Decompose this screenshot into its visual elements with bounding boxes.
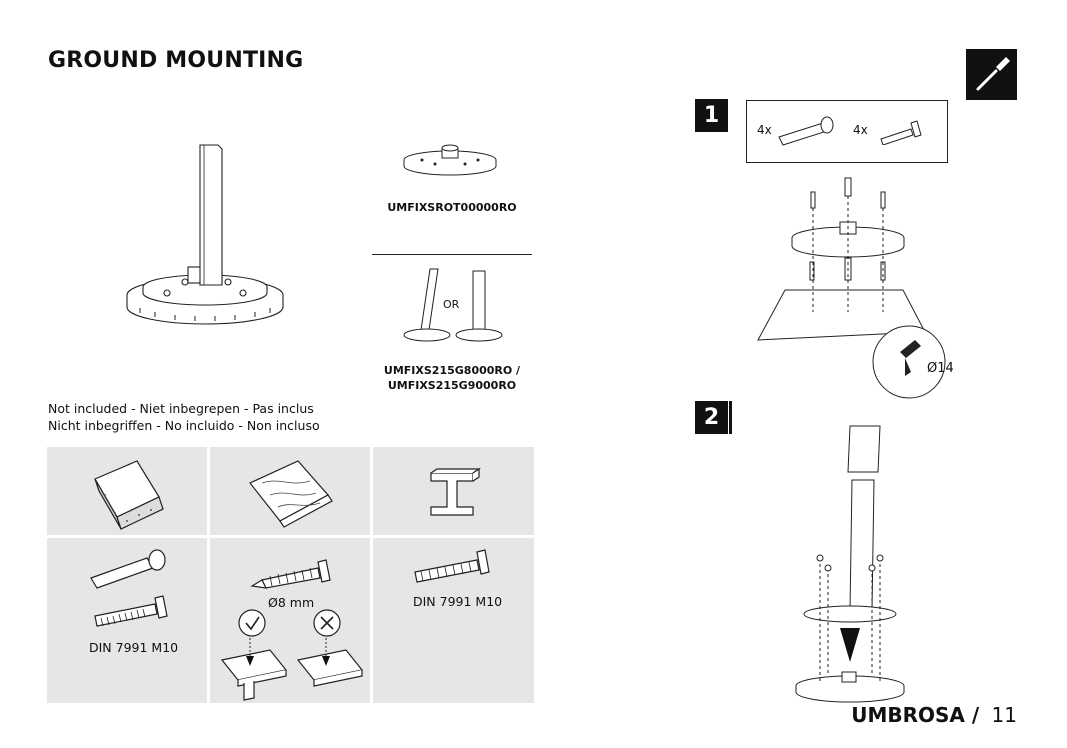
step-2-marker <box>729 401 732 434</box>
material-concrete <box>47 447 207 535</box>
bolt-quantity: 4x <box>853 123 868 137</box>
fixing-steel: DIN 7991 M10 <box>373 538 534 703</box>
divider <box>372 254 532 255</box>
page-title: GROUND MOUNTING <box>48 48 304 73</box>
steel-bolt-icon <box>414 549 490 583</box>
notice-line-2: Nicht inbegriffen - No incluido - Non in… <box>48 418 320 433</box>
part-code-g9000: UMFIXS215G9000RO <box>387 379 517 392</box>
concrete-block-icon <box>94 460 164 530</box>
drill-size-label: Ø14 <box>927 361 954 376</box>
steel-beam-icon <box>430 467 481 516</box>
page-footer: UMBROSA / 11 <box>851 703 1017 727</box>
material-wood <box>210 447 370 535</box>
materials-grid: DIN 7991 M10 Ø8 mm <box>47 447 534 703</box>
page-number: 11 <box>991 703 1017 727</box>
wood-screw-icon <box>220 559 364 701</box>
wood-screw-label: Ø8 mm <box>268 595 315 610</box>
mounted-post-illustration <box>126 144 284 325</box>
part-code-rotation: UMFIXSROT00000RO <box>387 201 517 214</box>
post-options-illustration <box>403 268 503 342</box>
screwdriver-icon <box>976 57 1010 91</box>
step-2-assembly-illustration <box>795 425 905 703</box>
rotation-plate-illustration <box>403 144 497 176</box>
countersunk-bolt-icon <box>880 120 922 145</box>
fixing-concrete: DIN 7991 M10 <box>47 538 207 703</box>
step-1-assembly-illustration <box>757 177 946 399</box>
notice-line-1: Not included - Niet inbegrepen - Pas inc… <box>48 401 314 416</box>
anchor-bolt-icon <box>90 549 168 627</box>
part-code-g8000: UMFIXS215G8000RO / <box>383 364 521 377</box>
not-included-notice: Not included - Niet inbegrepen - Pas inc… <box>48 400 320 434</box>
brand-name: UMBROSA / <box>851 703 980 727</box>
step-1-number: 1 <box>695 99 728 132</box>
step-2-number: 2 <box>695 401 728 434</box>
concrete-fixing-label: DIN 7991 M10 <box>89 640 179 655</box>
fixing-wood: Ø8 mm <box>210 538 370 703</box>
or-label: OR <box>443 298 460 311</box>
material-steel <box>373 447 534 535</box>
step-1-parts-box: 4x 4x <box>746 100 948 163</box>
wall-plug-icon <box>778 116 834 146</box>
wood-board-icon <box>249 460 333 528</box>
screwdriver-tool-badge <box>966 49 1017 100</box>
steel-fixing-label: DIN 7991 M10 <box>413 594 503 609</box>
anchor-quantity: 4x <box>757 123 772 137</box>
